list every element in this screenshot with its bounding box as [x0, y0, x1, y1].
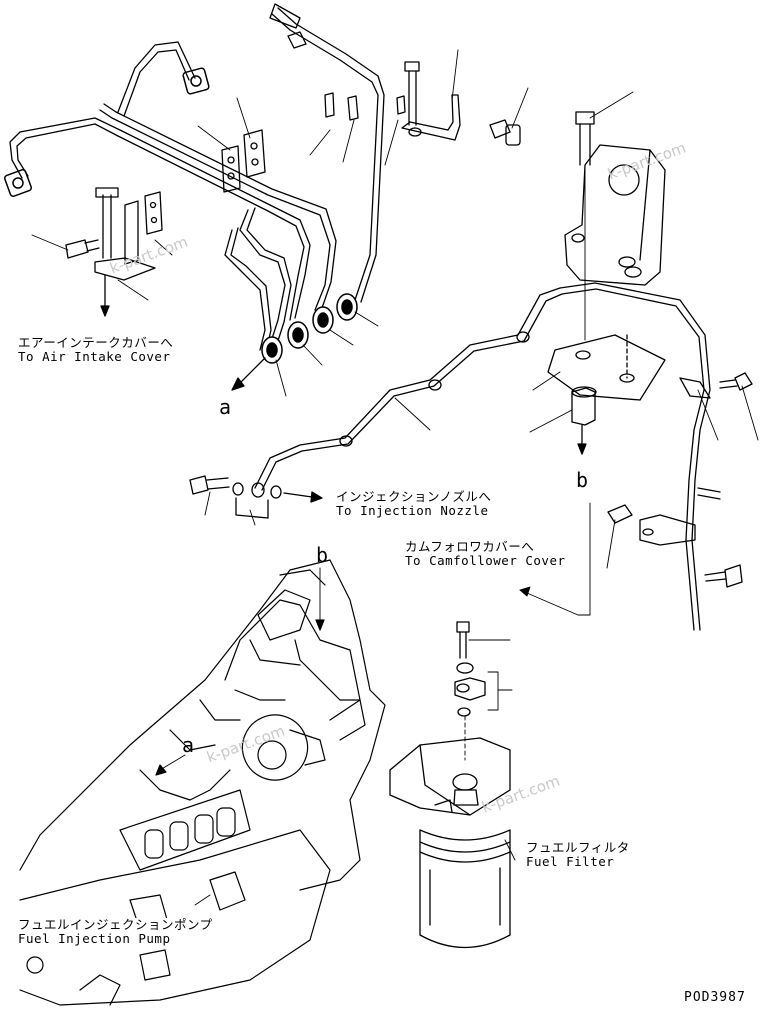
right-long-pipe: [254, 282, 721, 631]
fuel-filter-label: フュエルフィルタ Fuel Filter: [526, 841, 630, 869]
air-intake-cover-label: エアーインテークカバーへ To Air Intake Cover: [18, 336, 173, 364]
fuel-injection-pump-label: フュエルインジェクションポンプ Fuel Injection Pump: [18, 918, 213, 946]
fuel-filter-label-jp: フュエルフィルタ: [526, 840, 630, 855]
injection-pipe-bundle: [9, 3, 385, 353]
air-intake-bracket: [65, 187, 156, 317]
fuel-filter: [389, 621, 516, 949]
injection-nozzle-label-en: To Injection Nozzle: [336, 503, 489, 518]
fuel-injection-pump-label-en: Fuel Injection Pump: [18, 931, 171, 946]
top-bracket: [401, 61, 521, 146]
injection-nozzle-connector: [189, 475, 323, 519]
pipe-clamps: [144, 92, 406, 235]
camfollower-route: [519, 502, 591, 616]
pipe-nuts: [3, 67, 358, 364]
fuel-filter-label-en: Fuel Filter: [526, 854, 615, 869]
injection-nozzle-label-jp: インジェクションノズルへ: [336, 489, 492, 504]
pump-leader: [194, 894, 211, 906]
ref-letter-a-upper: a: [219, 395, 232, 419]
arrow-a-upper: [231, 357, 266, 391]
engine-block: [19, 559, 386, 1006]
right-leader-lines: [204, 91, 759, 569]
camfollower-cover-label-en: To Camfollower Cover: [405, 553, 566, 568]
ref-letter-a-engine: a: [182, 733, 195, 757]
camfollower-cover-label-jp: カムフォロワカバーへ: [405, 539, 535, 554]
air-intake-cover-label-en: To Air Intake Cover: [18, 349, 171, 364]
leader-lines: [31, 49, 529, 397]
ref-letter-b-right: b: [576, 468, 589, 492]
spacer-plate: [547, 334, 666, 455]
right-clamps: [607, 372, 753, 588]
ref-letter-b-engine: b: [316, 543, 329, 567]
injection-nozzle-label: インジェクションノズルへ To Injection Nozzle: [336, 490, 491, 518]
camfollower-cover-label: カムフォロワカバーへ To Camfollower Cover: [405, 540, 566, 568]
air-intake-cover-label-jp: エアーインテークカバーへ: [18, 335, 174, 350]
drawing-code: POD3987: [684, 990, 746, 1005]
fuel-injection-pump-label-jp: フュエルインジェクションポンプ: [18, 917, 213, 932]
camfollower-bracket: [564, 111, 666, 341]
